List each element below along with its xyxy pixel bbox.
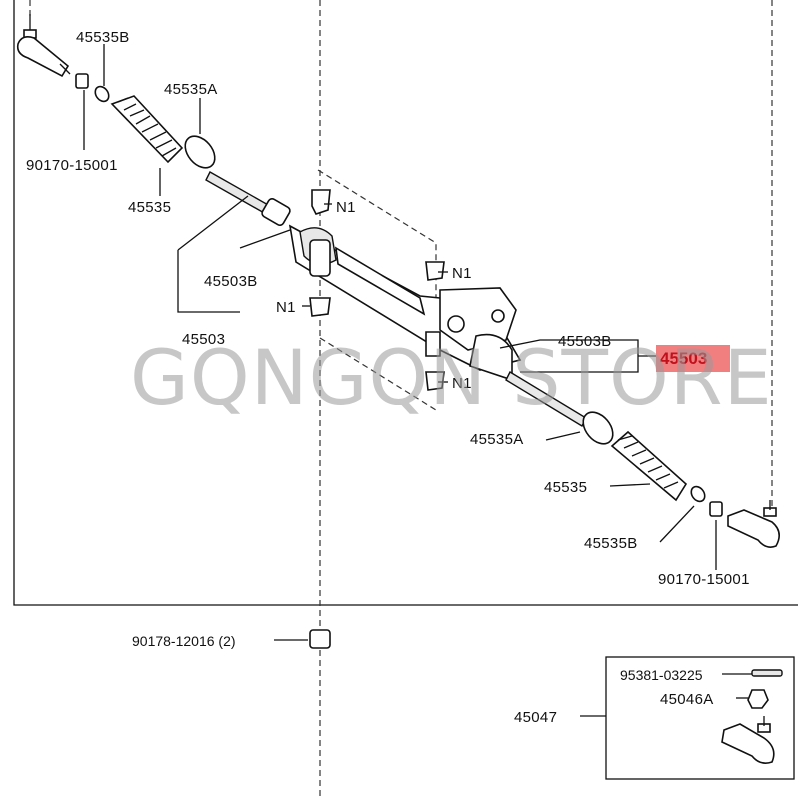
label-90178-12016: 90178-12016 (2) [132,633,236,649]
label-45535-right: 45535 [544,479,587,496]
label-n1-top: N1 [336,199,356,216]
left-boot [110,95,184,164]
n1-cushion-mid [425,261,445,281]
label-45503-left: 45503 [182,331,225,348]
right-large-clamp [582,411,614,445]
label-95381-03225: 95381-03225 [620,667,703,683]
label-45535a-right: 45535A [470,431,524,448]
label-n1-mid: N1 [452,265,472,282]
label-n1-bottom: N1 [452,375,472,392]
n1-cushion-left [309,297,331,317]
left-tie-rod [205,171,291,226]
inset-nut [747,689,769,709]
diagram-frame [13,0,798,606]
label-45535b-left: 45535B [76,29,130,46]
right-small-clamp [690,485,706,503]
label-45535-left: 45535 [128,199,171,216]
right-boot [610,430,688,502]
inset-screw [751,669,783,677]
label-45503b-right: 45503B [558,333,612,350]
label-90170-15001-right: 90170-15001 [658,571,750,588]
watermark: GQNGQN STORE [130,333,773,422]
inset-tie-rod-end [721,716,775,764]
label-90170-15001-left: 90170-15001 [26,157,118,174]
rack-housing [288,224,522,382]
right-nut [709,501,723,517]
left-nut [75,73,89,89]
label-45535b-right: 45535B [584,535,638,552]
label-45047: 45047 [514,709,557,726]
label-45046a: 45046A [660,691,714,708]
label-n1-left: N1 [276,299,296,316]
highlight-box [656,345,730,372]
mount-bolt [309,629,331,649]
right-tie-rod [505,371,587,427]
mount-dashed-box-2 [319,337,437,411]
label-45503b-left: 45503B [204,273,258,290]
inset-frame [605,656,795,780]
left-tie-rod-end [16,14,71,78]
leader-lines [83,44,752,717]
label-45503-right-highlighted: 45503 [660,349,707,368]
n1-cushion-top [311,189,331,215]
n1-cushion-bottom [425,371,445,391]
label-45535a-left: 45535A [164,81,218,98]
right-tie-rod-end [727,500,780,548]
left-large-clamp [184,135,216,169]
left-small-clamp [94,85,110,103]
